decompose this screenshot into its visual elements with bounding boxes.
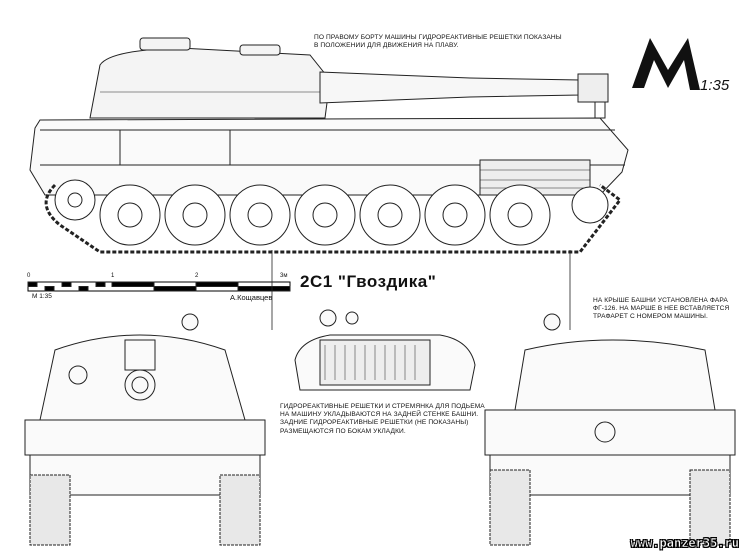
rear-view-note: НА КРЫШЕ БАШНИ УСТАНОВЛЕНА ФАРА ФГ-126. … — [593, 297, 729, 322]
track — [44, 183, 623, 254]
logo-m — [632, 38, 700, 90]
note-line: РАЗМЕЩАЮТСЯ ПО БОКАМ УКЛАДКИ. — [280, 427, 406, 435]
road-wheels — [54, 179, 609, 246]
note-line: ПО ПРАВОМУ БОРТУ МАШИНЫ ГИДРОРЕАКТИВНЫЕ … — [314, 34, 562, 41]
gun-barrel — [319, 71, 581, 104]
scale-tick: 0 — [27, 273, 31, 279]
side-view-note: ПО ПРАВОМУ БОРТУ МАШИНЫ ГИДРОРЕАКТИВНЫЕ … — [314, 34, 562, 50]
note-line: НА КРЫШЕ БАШНИ УСТАНОВЛЕНА ФАРА — [593, 297, 728, 304]
front-view-drawing — [24, 313, 266, 546]
note-line: ТРАФАРЕТ С НОМЕРОМ МАШИНЫ. — [593, 313, 708, 321]
scale-label: М 1:35 — [32, 293, 52, 300]
scale-tick: 1 — [111, 273, 115, 279]
side-view-drawing — [29, 37, 629, 254]
note-line: НА МАШИНУ УКЛАДЫВАЮТСЯ НА ЗАДНЕЙ СТЕНКЕ … — [280, 411, 479, 419]
logo-scale: 1:35 — [700, 77, 730, 94]
rear-view-drawing — [484, 313, 736, 546]
top-view-drawing — [294, 309, 476, 391]
note-line: ЗАДНИЕ ГИДРОРЕАКТИВНЫЕ РЕШЕТКИ (НЕ ПОКАЗ… — [280, 419, 469, 427]
note-line: В ПОЛОЖЕНИИ ДЛЯ ДВИЖЕНИЯ НА ПЛАВУ. — [314, 42, 459, 50]
page-title: 2С1 "Гвоздика" — [300, 272, 437, 291]
note-line: ГИДРОРЕАКТИВНЫЕ РЕШЕТКИ И СТРЕМЯНКА ДЛЯ … — [280, 403, 485, 410]
scale-bar — [27, 281, 291, 292]
scale-tick: 3м — [280, 273, 288, 279]
note-line: ФГ-126. НА МАРШЕ В НЕЕ ВСТАВЛЯЕТСЯ — [593, 305, 730, 313]
muzzle-brake — [577, 73, 609, 103]
author: А.Кощавцев — [230, 293, 273, 302]
turret — [89, 47, 331, 119]
website-watermark[interactable]: www.panzer35.ru — [630, 536, 739, 550]
cupola — [139, 37, 191, 51]
top-view-note: ГИДРОРЕАКТИВНЫЕ РЕШЕТКИ И СТРЕМЯНКА ДЛЯ … — [280, 403, 485, 436]
scale-tick: 2 — [195, 273, 199, 279]
